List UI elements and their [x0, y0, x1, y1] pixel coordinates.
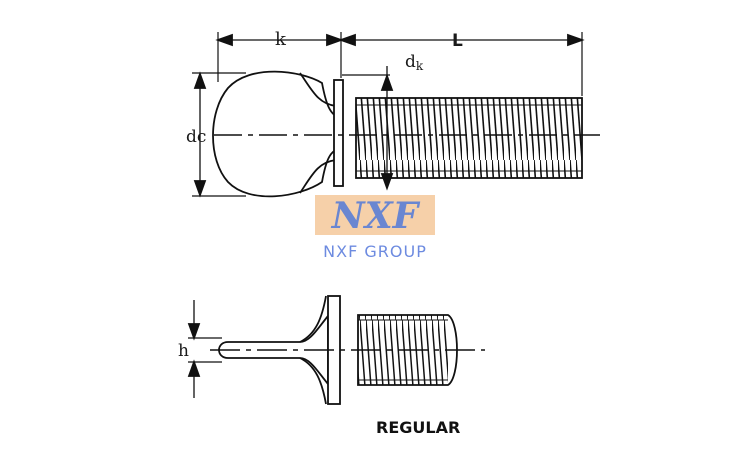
neck-bottom-curve [299, 159, 337, 194]
dim-dc-label: dc [186, 127, 206, 147]
dim-dc-arrow-bottom [193, 180, 207, 198]
dim-dk-label: dk [405, 52, 424, 73]
bottom-thread-outline [357, 314, 458, 386]
flange [333, 79, 344, 187]
dim-k-arrow-right [326, 33, 344, 47]
regular-caption: REGULAR [376, 418, 460, 437]
dim-dk-arrow-bottom [380, 173, 394, 191]
head-bottom-flare [299, 357, 327, 405]
watermark-group-text: NXF GROUP [323, 242, 427, 261]
dim-L-label: L [452, 31, 463, 51]
watermark-logo-text: NXF [331, 195, 421, 237]
threaded-shank-fill [356, 98, 582, 178]
dim-k-label: k [275, 29, 287, 50]
bottom-screw-drawing [187, 295, 485, 405]
watermark-logo-box [315, 195, 435, 235]
dim-dk-arrow-top [380, 73, 394, 91]
head-top-flare [299, 295, 327, 343]
dim-L-arrow-left [338, 33, 356, 47]
neck-top-curve [299, 72, 337, 107]
dim-L-arrow-right [567, 33, 585, 47]
dim-h-arrow-top [187, 323, 201, 341]
dim-k-arrow-left [215, 33, 233, 47]
ball-head-outline [212, 70, 342, 198]
dim-dk-main: d [405, 52, 416, 72]
pin-outline [218, 313, 329, 387]
threaded-shank-outline [355, 97, 583, 179]
dim-h-label: h [178, 341, 189, 361]
top-screw-drawing [192, 32, 600, 198]
dim-dk-sub: k [416, 59, 424, 73]
dim-h-arrow-bottom [187, 359, 201, 377]
dim-dc-arrow-top [193, 71, 207, 89]
watermark: NXF NXF GROUP [315, 195, 435, 261]
